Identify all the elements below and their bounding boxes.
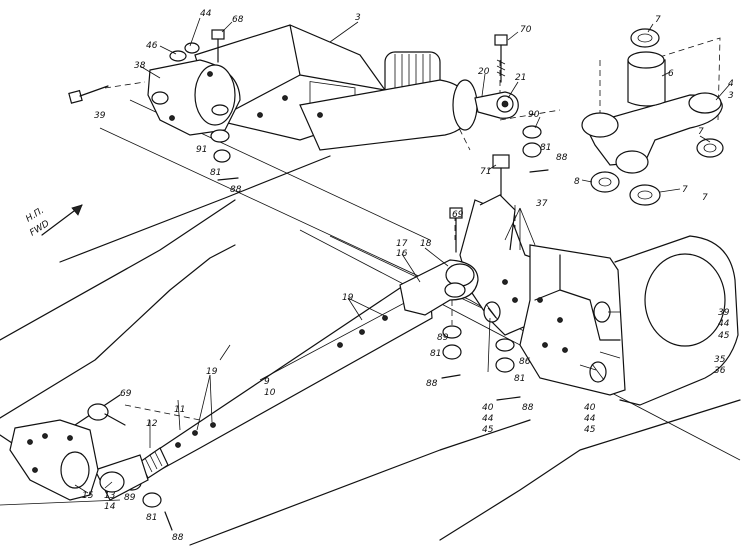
callout-10: 10 (264, 388, 276, 398)
callout-6: 6 (668, 69, 674, 79)
callout-40-right: 40 (584, 403, 596, 413)
callout-89-lower: 89 (124, 493, 136, 503)
callout-90: 90 (528, 110, 540, 120)
callout-44-rivet: 44 (718, 319, 730, 329)
callout-7-bottom: 7 (682, 185, 688, 195)
callout-20: 20 (478, 67, 490, 77)
bearing-7-bottom (629, 184, 661, 206)
callout-14: 14 (104, 502, 116, 512)
callout-70: 70 (520, 25, 532, 35)
callout-16: 16 (396, 249, 408, 259)
callout-81-bracket: 81 (514, 374, 525, 384)
callout-19-upper: 19 (342, 293, 354, 303)
callout-11: 11 (174, 405, 185, 415)
callout-44-right: 44 (584, 414, 596, 424)
callout-8: 8 (574, 177, 580, 187)
callout-19-lower: 19 (206, 367, 218, 377)
callout-37: 37 (536, 199, 548, 209)
callout-45-rivet: 45 (718, 331, 730, 341)
hinge-bracket (459, 194, 626, 396)
callout-71: 71 (480, 167, 491, 177)
callout-4: 4 (728, 79, 734, 89)
callout-44-top: 44 (200, 9, 212, 19)
callout-18: 18 (420, 239, 432, 249)
callout-88-rod: 88 (556, 153, 568, 163)
callout-88-bracket: 88 (522, 403, 534, 413)
callout-81-rod: 81 (540, 143, 551, 153)
callout-88-fork: 88 (426, 379, 438, 389)
callout-39-rivet: 39 (718, 308, 730, 318)
lower-bracket (9, 419, 99, 501)
callout-3-bellcrank: 3 (728, 91, 734, 101)
forward-direction-arrow (41, 204, 83, 236)
callout-89-fork: 89 (437, 333, 449, 343)
callout-labels: 3 4 3 6 7 7 7 7 8 9 10 11 12 13 14 15 16… (82, 9, 734, 543)
callout-46: 46 (146, 41, 158, 51)
callout-15: 15 (82, 491, 94, 501)
callout-7-extra: 7 (702, 193, 708, 203)
callout-40-left: 40 (482, 403, 494, 413)
callout-44-left: 44 (482, 414, 494, 424)
callout-17: 17 (396, 239, 408, 249)
callout-38: 38 (134, 61, 146, 71)
callout-39-bolt: 39 (94, 111, 106, 121)
bellcrank-assembly (581, 28, 724, 206)
bolts (68, 29, 510, 426)
callout-12: 12 (146, 419, 158, 429)
cotter-pins (164, 169, 549, 531)
callout-69-upper: 69 (452, 210, 464, 220)
callout-36: 36 (714, 366, 726, 376)
callout-21: 21 (515, 73, 526, 83)
callout-86: 86 (519, 357, 531, 367)
callout-3: 3 (355, 13, 361, 23)
bearing-7-top (630, 28, 660, 48)
callout-68: 68 (232, 15, 244, 25)
callout-35: 35 (714, 355, 726, 365)
callout-45-left: 45 (482, 425, 494, 435)
callout-9: 9 (264, 377, 270, 387)
callout-45-right: 45 (584, 425, 596, 435)
callout-7-right: 7 (698, 127, 704, 137)
callout-88-lower: 88 (172, 533, 184, 543)
callout-81-actuator: 81 (210, 168, 221, 178)
callout-13: 13 (104, 491, 116, 501)
callout-81-fork: 81 (430, 349, 441, 359)
actuator-body (147, 24, 519, 151)
callout-91: 91 (196, 145, 207, 155)
callout-88-actuator: 88 (230, 185, 242, 195)
leader-lines (74, 17, 731, 494)
push-pull-rod (94, 259, 479, 501)
bearing-7-right (696, 138, 724, 158)
callout-7-top: 7 (655, 15, 661, 25)
callout-81-lower: 81 (146, 513, 157, 523)
bearing-8 (590, 171, 620, 193)
callout-69-lower: 69 (120, 389, 132, 399)
